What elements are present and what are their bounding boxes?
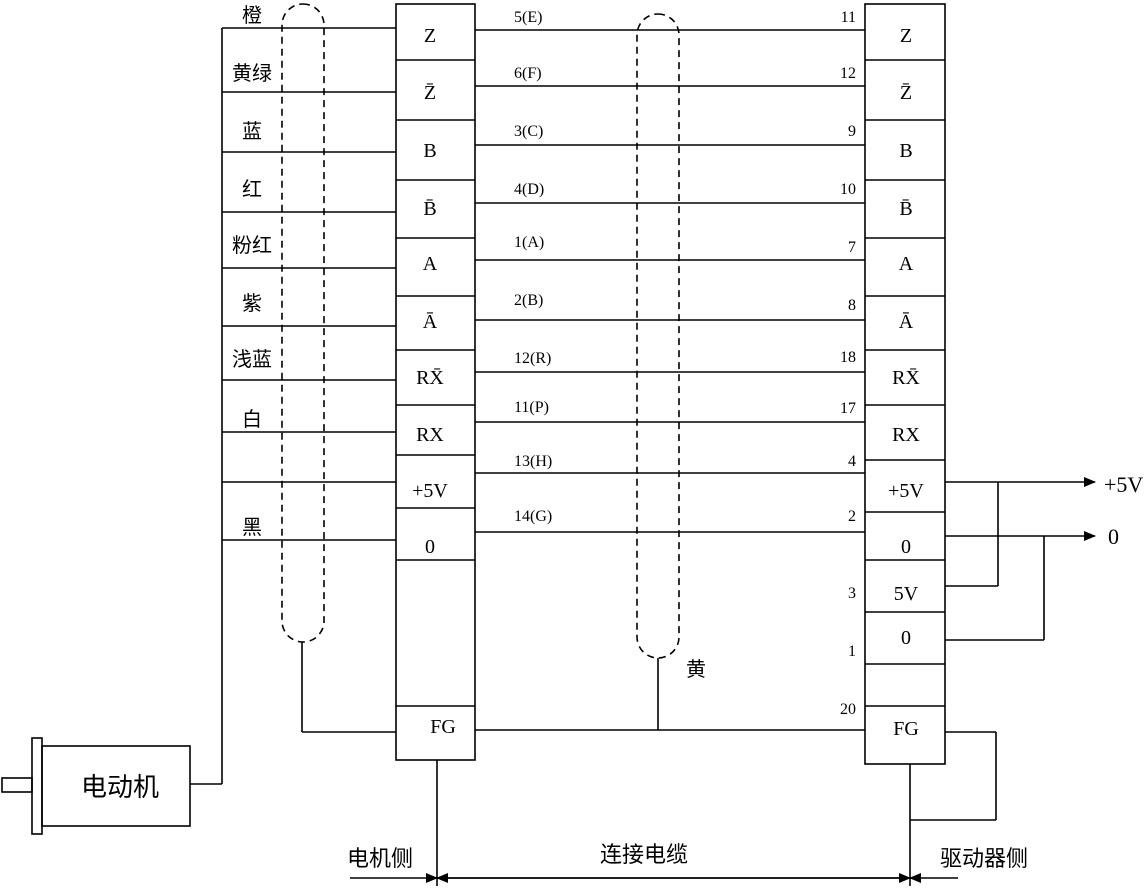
driver-pin-number-9: 2: [848, 508, 856, 525]
cable-wire-label-1: 6(F): [514, 65, 542, 82]
cable-label: 连接电缆: [600, 842, 688, 867]
driver-pin-13: FG: [893, 718, 919, 740]
driver-pin-3: B̄: [899, 198, 912, 220]
motor-label: 电动机: [81, 773, 159, 802]
driver-pin-0: Z: [900, 25, 912, 47]
cable-wire-label-2: 3(C): [514, 123, 543, 140]
cable-wire-label-9: 14(G): [514, 508, 552, 525]
driver-fg-ground: [910, 731, 997, 821]
driver-extra-number-0: 3: [848, 585, 856, 602]
driver-pin-number-5: 8: [848, 297, 856, 314]
driver-pin-number-8: 4: [848, 453, 856, 470]
motor-pin-3: B̄: [423, 198, 436, 220]
driver-pin-number-7: 17: [840, 400, 856, 417]
shield-drain-wires: [301, 642, 659, 733]
motor-wire-color-7: 白: [242, 408, 262, 431]
driver-pin-7: RX: [892, 424, 920, 446]
connecting-cable-shield: [636, 13, 680, 659]
motor-connector-dividers: [396, 59, 475, 707]
motor-wire-color-4: 粉红: [232, 234, 272, 257]
driver-pin-1: Z̄: [900, 82, 912, 104]
motor-wire-color-5: 紫: [242, 292, 262, 315]
motor-wires: [190, 27, 396, 785]
driver-power-wiring: [945, 477, 1096, 641]
driver-pin-10: 5V: [894, 583, 919, 605]
motor-pin-0: Z: [424, 25, 436, 47]
cable-wire-label-4: 1(A): [514, 234, 544, 251]
driver-side-label: 驱动器侧: [940, 846, 1028, 871]
motor-wire-color-0: 橙: [242, 4, 262, 27]
driver-pin-6: RX̄: [892, 367, 920, 389]
cable-wires: [475, 29, 865, 731]
motor-fg-label: FG: [430, 716, 456, 738]
driver-pin-number-4: 7: [848, 239, 856, 256]
motor-pin-4: A: [423, 253, 438, 275]
cable-wire-label-5: 2(B): [514, 292, 543, 309]
cable-wire-label-3: 4(D): [514, 181, 544, 198]
motor-pin-9: 0: [425, 536, 435, 558]
driver-extra-number-2: 20: [840, 701, 856, 718]
driver-pin-number-0: 11: [841, 9, 856, 26]
driver-pin-9: 0: [901, 536, 911, 558]
motor-icon: [1, 737, 191, 835]
driver-pin-numbers: 11 12 9 10 7 8 18 17 4 2: [840, 9, 856, 525]
motor-side-label: 电机侧: [347, 846, 413, 871]
motor-pin-7: RX: [416, 424, 444, 446]
driver-pin-number-3: 10: [840, 181, 856, 198]
motor-wire-color-6: 浅蓝: [232, 348, 272, 371]
cable-wire-labels: 5(E) 6(F) 3(C) 4(D) 1(A) 2(B) 12(R) 11(P) 13(H) 1…: [514, 9, 552, 525]
motor-pin-1: Z̄: [424, 82, 436, 104]
driver-pin-number-2: 9: [848, 123, 856, 140]
cable-wire-label-6: 12(R): [514, 350, 551, 367]
motor-cable-shield: [281, 3, 325, 643]
driver-extra-number-1: 1: [848, 643, 856, 660]
driver-connector-dividers: [865, 59, 945, 707]
motor-wire-color-3: 红: [242, 178, 262, 201]
motor-pin-2: B: [423, 140, 436, 162]
driver-pin-labels: Z Z̄ B B̄ A Ā RX̄ RX +5V 0 5V 0FG: [888, 25, 924, 740]
motor-pin-5: Ā: [423, 311, 438, 333]
driver-pin-4: A: [899, 253, 914, 275]
motor-pin-8: +5V: [412, 480, 448, 502]
driver-extra-numbers: 3 1 20: [840, 585, 856, 718]
driver-pin-number-1: 12: [840, 65, 856, 82]
motor-pin-6: RX̄: [416, 367, 444, 389]
cable-wire-label-8: 13(H): [514, 453, 552, 470]
motor-connector-box: [395, 3, 476, 761]
motor-wire-color-9: 黑: [242, 517, 262, 539]
shield-color-label: 黄: [686, 658, 706, 681]
output-label-5v: +5V: [1104, 472, 1143, 497]
driver-connector-box: [864, 3, 946, 765]
motor-wire-color-1: 黄绿: [232, 62, 272, 85]
cable-wire-label-0: 5(E): [514, 9, 542, 26]
driver-pin-2: B: [899, 140, 912, 162]
motor-wire-color-2: 蓝: [242, 120, 262, 143]
motor-pin-labels: Z Z̄ B B̄ A Ā RX̄ RX +5V 0: [412, 25, 448, 558]
driver-pin-8: +5V: [888, 480, 924, 502]
driver-pin-11: 0: [901, 627, 911, 649]
driver-pin-number-6: 18: [840, 349, 856, 366]
cable-wire-label-7: 11(P): [514, 399, 549, 416]
driver-pin-5: Ā: [899, 311, 914, 333]
output-label-0: 0: [1108, 524, 1119, 549]
